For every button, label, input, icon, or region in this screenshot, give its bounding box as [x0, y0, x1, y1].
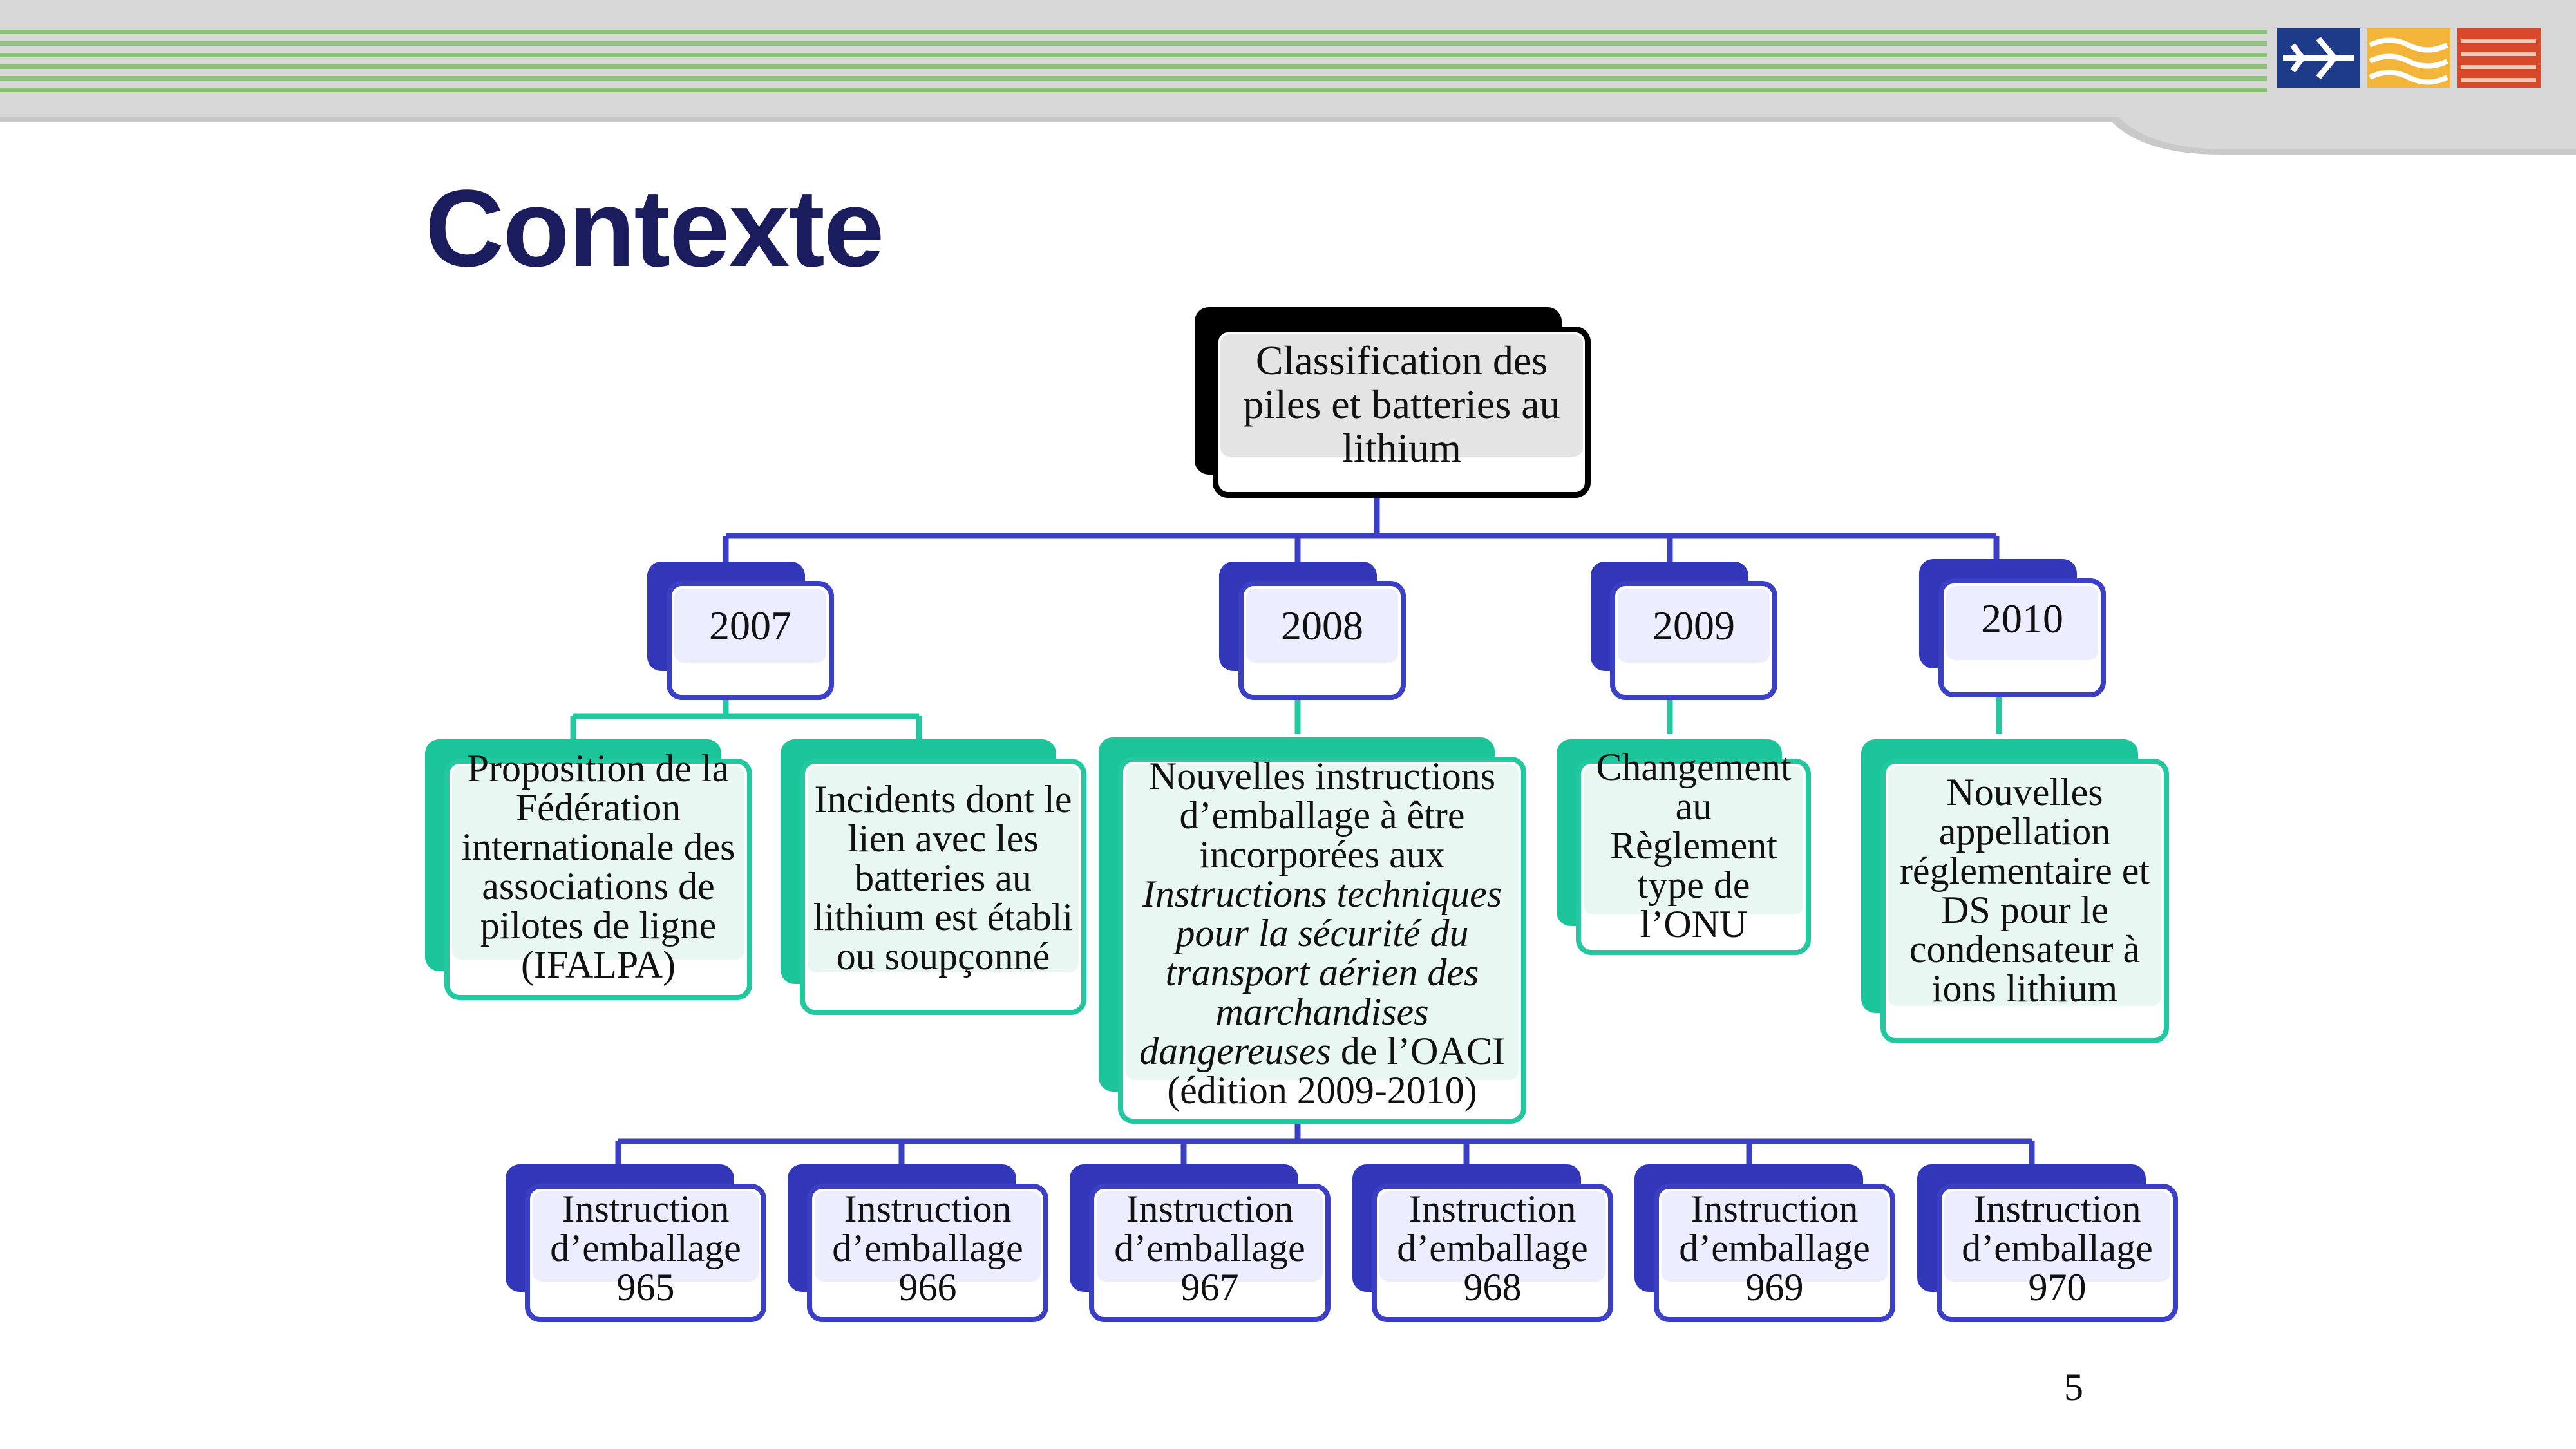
packing-instruction-970: Instruction d’emballage 970 [1917, 1164, 2178, 1322]
packing-label: Instruction d’emballage 970 [1962, 1187, 2153, 1309]
year-node-2010: 2010 [1919, 559, 2106, 697]
note-text-italic: Instructions techniques pour la sécurité… [1139, 873, 1502, 1072]
year-node-2008: 2008 [1219, 562, 1406, 700]
packing-instruction-968: Instruction d’emballage 968 [1352, 1164, 1613, 1322]
packing-label: Instruction d’emballage 965 [550, 1187, 741, 1309]
page-number: 5 [2064, 1366, 2083, 1408]
packing-instruction-967: Instruction d’emballage 967 [1070, 1164, 1331, 1322]
packing-instruction-969: Instruction d’emballage 969 [1634, 1164, 1895, 1322]
slide-title: Contexte [425, 167, 884, 290]
note-incidents: Incidents dont le lien avec les batterie… [781, 739, 1086, 1015]
year-label: 2009 [1653, 603, 1735, 649]
packing-instruction-965: Instruction d’emballage 965 [506, 1164, 766, 1322]
note-text-after: de l’OACI (édition 2009-2010) [1167, 1030, 1505, 1112]
packing-label: Instruction d’emballage 966 [832, 1187, 1023, 1309]
header-band [0, 0, 2576, 155]
year-label: 2007 [709, 603, 791, 649]
root-label: Classification des piles et batteries au… [1243, 337, 1560, 471]
note-text: Proposition de la Fédération internation… [461, 747, 735, 986]
note-text: Incidents dont le lien avec les batterie… [813, 777, 1074, 978]
note-un-model-regulation: Changement au Règlement type de l’ONU [1557, 739, 1811, 955]
note-text: Nouvelles appellation réglementaire et D… [1899, 771, 2150, 1010]
year-label: 2010 [1981, 596, 2063, 641]
note-lithium-capacitor: Nouvelles appellation réglementaire et D… [1861, 739, 2169, 1043]
packing-label: Instruction d’emballage 967 [1114, 1187, 1305, 1309]
organisation-logo-icon [2277, 28, 2541, 88]
year-node-2009: 2009 [1591, 562, 1777, 700]
packing-label: Instruction d’emballage 968 [1397, 1187, 1588, 1309]
note-ifalpa: Proposition de la Fédération internation… [425, 739, 752, 1000]
note-text: Nouvelles instructions d’emballage à êtr… [1130, 755, 1515, 1110]
note-text-before: Nouvelles instructions d’emballage à êtr… [1148, 755, 1496, 876]
year-label: 2008 [1281, 603, 1363, 649]
note-new-packing-instructions: Nouvelles instructions d’emballage à êtr… [1099, 737, 1526, 1124]
packing-label: Instruction d’emballage 969 [1679, 1187, 1870, 1309]
packing-instruction-966: Instruction d’emballage 966 [788, 1164, 1048, 1322]
year-node-2007: 2007 [647, 562, 834, 700]
note-text: Changement au Règlement type de l’ONU [1596, 745, 1792, 945]
root-node: Classification des piles et batteries au… [1195, 307, 1591, 498]
